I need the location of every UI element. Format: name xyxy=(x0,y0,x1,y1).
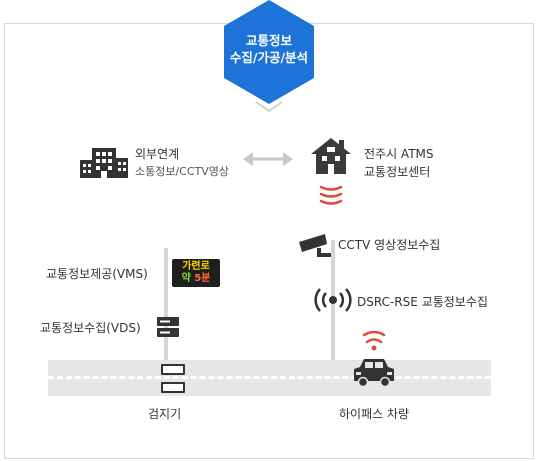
dsrc-label: DSRC-RSE 교통정보수집 xyxy=(357,295,488,309)
external-title: 외부연계 xyxy=(135,147,180,161)
vms-sign: 가련로 약 5분 xyxy=(172,259,220,287)
center-line2: 교통정보센터 xyxy=(364,165,431,179)
hipass-label: 하이패스 차량 xyxy=(339,407,410,421)
building-icon xyxy=(80,148,128,178)
center-line1: 전주시 ATMS xyxy=(364,147,434,161)
vms-label: 교통정보제공(VMS) xyxy=(46,267,148,281)
hub-hexagon xyxy=(224,0,314,104)
cctv-camera-icon xyxy=(299,234,331,257)
cctv-label: CCTV 영상정보수집 xyxy=(338,238,441,252)
double-arrow-icon xyxy=(243,152,293,166)
signal-waves-icon xyxy=(362,331,386,351)
hub-title: 교통정보 수집/가공/분석 xyxy=(224,32,314,66)
house-icon xyxy=(311,138,351,174)
vms-sign-time: 5분 xyxy=(194,273,211,284)
server-icon xyxy=(157,317,179,337)
detector-pole xyxy=(164,248,168,360)
vms-sign-line1: 가련로 xyxy=(182,261,210,272)
external-subtitle: 소통정보/CCTV영상 xyxy=(135,165,230,178)
loop-detector-lower xyxy=(161,382,185,393)
signal-waves-icon xyxy=(319,185,343,205)
chevron-down-icon xyxy=(255,101,283,112)
road-center-line xyxy=(48,376,491,379)
hub-title-line2: 수집/가공/분석 xyxy=(229,50,309,65)
hub-title-line1: 교통정보 xyxy=(245,33,292,48)
car-icon xyxy=(354,359,394,387)
radio-waves-icon xyxy=(314,288,352,312)
detector-label: 검지기 xyxy=(148,407,182,421)
vms-sign-word: 약 xyxy=(181,273,191,284)
loop-detector-upper xyxy=(161,364,185,375)
vds-label: 교통정보수집(VDS) xyxy=(40,321,141,335)
